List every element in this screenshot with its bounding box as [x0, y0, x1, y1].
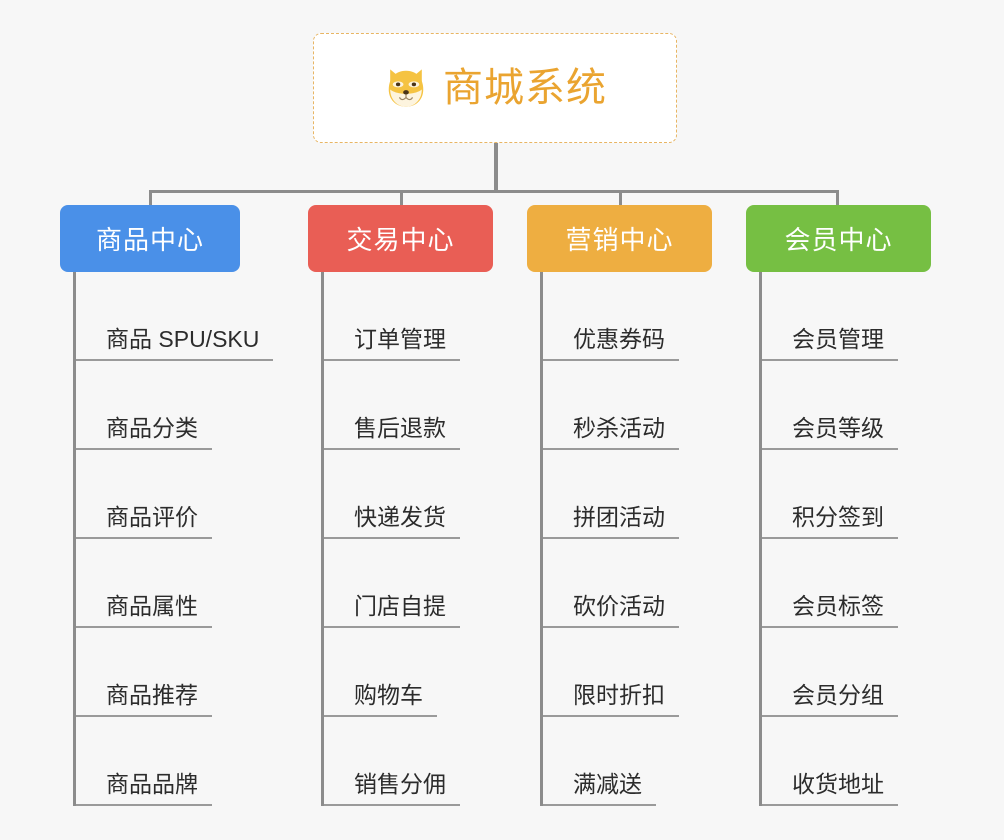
leaf-item[interactable]: 会员管理 [762, 272, 898, 361]
leaf-underline: 会员等级 [762, 417, 898, 450]
leaf-underline: 购物车 [324, 684, 437, 717]
leaf-item[interactable]: 砍价活动 [543, 539, 679, 628]
leaf-item-label: 限时折扣 [573, 682, 665, 708]
branch-node[interactable]: 会员中心 [746, 205, 931, 272]
leaf-list: 优惠券码秒杀活动拼团活动砍价活动限时折扣满减送 [540, 272, 679, 806]
branch-node-label: 营销中心 [565, 225, 674, 255]
leaf-underline: 满减送 [543, 773, 656, 806]
leaf-item[interactable]: 商品推荐 [76, 628, 273, 717]
leaf-underline: 商品推荐 [76, 684, 212, 717]
leaf-item-label: 拼团活动 [573, 504, 665, 530]
leaf-item[interactable]: 门店自提 [324, 539, 460, 628]
leaf-underline: 秒杀活动 [543, 417, 679, 450]
leaf-underline: 订单管理 [324, 328, 460, 361]
leaf-underline: 商品分类 [76, 417, 212, 450]
leaf-item-label: 快递发货 [354, 504, 446, 530]
leaf-item[interactable]: 秒杀活动 [543, 361, 679, 450]
leaf-item[interactable]: 商品评价 [76, 450, 273, 539]
leaf-item-label: 商品品牌 [106, 771, 198, 797]
leaf-item[interactable]: 购物车 [324, 628, 460, 717]
leaf-underline: 商品属性 [76, 595, 212, 628]
leaf-item-label: 商品分类 [106, 415, 198, 441]
leaf-item-label: 购物车 [354, 682, 423, 708]
connector-horizontal-bar [150, 190, 839, 193]
leaf-underline: 会员标签 [762, 595, 898, 628]
leaf-item[interactable]: 限时折扣 [543, 628, 679, 717]
leaf-item-label: 会员分组 [792, 682, 884, 708]
connector-drop-4 [836, 190, 839, 206]
leaf-item-label: 优惠券码 [573, 326, 665, 352]
leaf-underline: 拼团活动 [543, 506, 679, 539]
leaf-item-label: 会员标签 [792, 593, 884, 619]
leaf-item[interactable]: 会员等级 [762, 361, 898, 450]
branch-node[interactable]: 交易中心 [308, 205, 493, 272]
leaf-underline: 商品评价 [76, 506, 212, 539]
leaf-item-label: 订单管理 [354, 326, 446, 352]
leaf-item[interactable]: 快递发货 [324, 450, 460, 539]
leaf-underline: 会员管理 [762, 328, 898, 361]
leaf-item-label: 销售分佣 [354, 771, 446, 797]
leaf-underline: 快递发货 [324, 506, 460, 539]
branch-node[interactable]: 营销中心 [527, 205, 712, 272]
leaf-item-label: 秒杀活动 [573, 415, 665, 441]
leaf-underline: 积分签到 [762, 506, 898, 539]
leaf-underline: 砍价活动 [543, 595, 679, 628]
root-title: 商城系统 [443, 66, 607, 110]
branch-node-label: 商品中心 [95, 225, 204, 255]
leaf-item-label: 商品 SPU/SKU [106, 326, 260, 352]
leaf-item[interactable]: 订单管理 [324, 272, 460, 361]
connector-drop-3 [619, 190, 622, 206]
leaf-list: 会员管理会员等级积分签到会员标签会员分组收货地址 [759, 272, 898, 806]
leaf-item-label: 商品推荐 [106, 682, 198, 708]
leaf-item[interactable]: 收货地址 [762, 717, 898, 806]
leaf-item[interactable]: 销售分佣 [324, 717, 460, 806]
leaf-item[interactable]: 商品分类 [76, 361, 273, 450]
branch-node[interactable]: 商品中心 [60, 205, 240, 272]
leaf-item[interactable]: 积分签到 [762, 450, 898, 539]
root-node[interactable]: 商城系统 [313, 33, 677, 143]
branch-node-label: 会员中心 [784, 225, 893, 255]
leaf-item[interactable]: 商品属性 [76, 539, 273, 628]
connector-root-stem [494, 143, 498, 192]
leaf-item-label: 售后退款 [354, 415, 446, 441]
leaf-underline: 会员分组 [762, 684, 898, 717]
leaf-item-label: 收货地址 [792, 771, 884, 797]
leaf-item-label: 满减送 [573, 771, 642, 797]
leaf-underline: 销售分佣 [324, 773, 460, 806]
leaf-item-label: 砍价活动 [573, 593, 665, 619]
leaf-item-label: 积分签到 [792, 504, 884, 530]
shiba-dog-face-icon [388, 69, 424, 107]
leaf-underline: 商品品牌 [76, 773, 212, 806]
leaf-underline: 限时折扣 [543, 684, 679, 717]
leaf-item[interactable]: 商品品牌 [76, 717, 273, 806]
leaf-list: 商品 SPU/SKU 商品分类商品评价商品属性商品推荐商品品牌 [73, 272, 274, 806]
leaf-item[interactable]: 满减送 [543, 717, 679, 806]
connector-drop-1 [149, 190, 152, 206]
leaf-underline: 收货地址 [762, 773, 898, 806]
leaf-underline: 售后退款 [324, 417, 460, 450]
leaf-underline: 优惠券码 [543, 328, 679, 361]
branch-node-label: 交易中心 [346, 225, 455, 255]
leaf-item-label: 会员管理 [792, 326, 884, 352]
leaf-item-label: 商品评价 [106, 504, 198, 530]
leaf-list: 订单管理售后退款快递发货门店自提购物车销售分佣 [321, 272, 460, 806]
connector-drop-2 [400, 190, 403, 206]
leaf-item[interactable]: 优惠券码 [543, 272, 679, 361]
leaf-item[interactable]: 会员分组 [762, 628, 898, 717]
leaf-item[interactable]: 商品 SPU/SKU [76, 272, 274, 361]
leaf-item-label: 门店自提 [354, 593, 446, 619]
leaf-item[interactable]: 售后退款 [324, 361, 460, 450]
leaf-item-label: 会员等级 [792, 415, 884, 441]
leaf-underline: 门店自提 [324, 595, 460, 628]
leaf-underline: 商品 SPU/SKU [76, 326, 274, 361]
leaf-item-label: 商品属性 [106, 593, 198, 619]
leaf-item[interactable]: 拼团活动 [543, 450, 679, 539]
leaf-item[interactable]: 会员标签 [762, 539, 898, 628]
